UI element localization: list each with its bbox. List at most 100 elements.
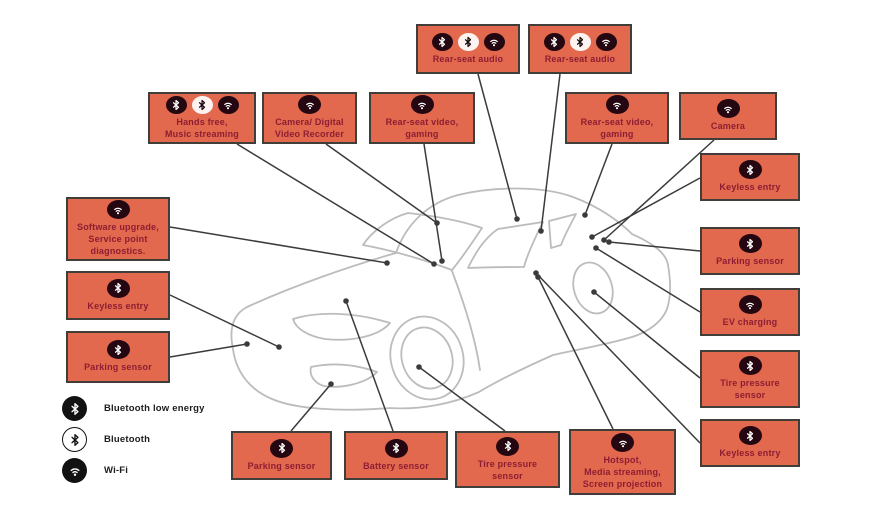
feature-box-camera-digital-video-recorder: Camera/ Digital Video Recorder	[262, 92, 357, 144]
leader-line-parking-sensor-right	[608, 241, 701, 252]
leader-line-rear-seat-audio-2	[540, 73, 561, 232]
leader-line-software-upgrade-diagnostics	[169, 226, 388, 264]
feature-box-hotspot-media-streaming: Hotspot, Media streaming, Screen project…	[569, 429, 676, 495]
bluetooth-icon	[62, 427, 87, 452]
leader-dot-rear-seat-video-gaming-1	[439, 258, 445, 264]
leader-line-camera	[603, 139, 715, 241]
car-front-wheel-rim	[400, 326, 454, 390]
icon-row	[738, 356, 762, 376]
feature-box-parking-sensor-right: Parking sensor	[700, 227, 800, 275]
leader-line-parking-sensor-left	[169, 343, 248, 358]
wifi-icon	[106, 200, 130, 220]
feature-box-parking-sensor-bottom: Parking sensor	[231, 431, 332, 480]
bluetooth-low-energy-icon	[738, 160, 762, 180]
bluetooth-low-energy-icon	[543, 32, 565, 51]
icon-row	[431, 32, 505, 51]
legend-label: Wi-Fi	[104, 465, 129, 476]
wifi-icon	[611, 433, 634, 453]
feature-label: Tire pressure sensor	[477, 458, 538, 481]
feature-label: Rear-seat video, gaming	[385, 117, 459, 139]
icon-row	[605, 95, 629, 115]
feature-box-keyless-entry-left: Keyless entry	[66, 271, 170, 320]
feature-label: Keyless entry	[719, 182, 781, 193]
wifi-icon	[483, 32, 505, 51]
icon-row	[298, 95, 321, 115]
icon-row	[165, 95, 239, 114]
leader-line-parking-sensor-bottom	[290, 383, 332, 432]
bluetooth-low-energy-icon	[738, 356, 762, 376]
leader-dot-rear-seat-audio-2	[538, 228, 544, 234]
icon-row	[106, 200, 130, 220]
icon-row	[384, 438, 408, 458]
bluetooth-low-energy-icon	[738, 234, 762, 254]
feature-label: Rear-seat audio	[432, 53, 504, 64]
legend-item-ble: Bluetooth low energy	[62, 396, 205, 421]
feature-box-rear-seat-video-gaming-1: Rear-seat video, gaming	[369, 92, 475, 144]
feature-box-ev-charging: EV charging	[700, 288, 800, 336]
leader-dot-rear-seat-audio-1	[514, 216, 520, 222]
car-rear-wheel	[572, 261, 614, 315]
leader-line-hands-free-music-streaming	[236, 143, 435, 265]
icon-row	[738, 295, 762, 315]
wifi-icon	[738, 295, 762, 315]
leader-dot-parking-sensor-left	[244, 341, 250, 347]
car-quarter-window	[548, 213, 577, 249]
feature-label: Battery sensor	[363, 460, 429, 471]
icon-row	[611, 433, 634, 453]
legend-label: Bluetooth low energy	[104, 403, 205, 414]
leader-dot-ev-charging	[593, 245, 599, 251]
leader-line-battery-sensor	[345, 300, 394, 432]
leader-line-tire-pressure-sensor-bottom	[418, 366, 506, 432]
feature-label: Keyless entry	[719, 448, 781, 459]
feature-box-parking-sensor-left: Parking sensor	[66, 331, 170, 383]
feature-label: Keyless entry	[87, 300, 149, 311]
icon-row	[716, 99, 740, 119]
car-grille	[309, 363, 378, 388]
feature-box-rear-seat-video-gaming-2: Rear-seat video, gaming	[565, 92, 669, 144]
feature-box-hands-free-music-streaming: Hands free, Music streaming	[148, 92, 256, 144]
leader-line-hotspot-media-streaming	[537, 276, 614, 430]
feature-label: Camera	[710, 121, 746, 132]
leader-line-keyless-entry-left	[169, 294, 280, 348]
icon-row	[738, 160, 762, 180]
leader-dot-software-upgrade-diagnostics	[384, 260, 390, 266]
feature-label: Rear-seat video, gaming	[580, 117, 654, 139]
wifi-icon	[217, 95, 239, 114]
leader-dot-parking-sensor-right	[606, 239, 612, 245]
wifi-icon	[605, 95, 629, 115]
bluetooth-low-energy-icon	[165, 95, 187, 114]
feature-label: Tire pressure sensor	[720, 378, 780, 400]
car-outline-drawing	[230, 187, 672, 411]
bluetooth-low-energy-icon	[106, 340, 130, 360]
leader-line-keyless-entry-right-1	[591, 177, 701, 238]
leader-line-ev-charging	[595, 247, 701, 313]
feature-label: Software upgrade, Service point diagnost…	[77, 222, 159, 256]
feature-label: Hands free, Music streaming	[164, 116, 240, 139]
leader-dot-hands-free-music-streaming	[431, 261, 437, 267]
feature-label: Parking sensor	[247, 460, 316, 471]
wifi-icon	[298, 95, 321, 115]
feature-box-keyless-entry-right-1: Keyless entry	[700, 153, 800, 201]
leader-line-keyless-entry-right-2	[535, 272, 701, 444]
leader-dot-battery-sensor	[343, 298, 349, 304]
feature-box-tire-pressure-sensor-bottom: Tire pressure sensor	[455, 431, 560, 488]
wifi-icon	[410, 95, 434, 115]
feature-label: Rear-seat audio	[544, 53, 616, 64]
car-windshield	[362, 212, 483, 271]
feature-label: Hotspot, Media streaming, Screen project…	[582, 455, 663, 489]
icon-row	[543, 32, 617, 51]
feature-box-tire-pressure-sensor-right: Tire pressure sensor	[700, 350, 800, 408]
legend-item-bt: Bluetooth	[62, 427, 205, 452]
bluetooth-low-energy-icon	[62, 396, 87, 421]
bluetooth-low-energy-icon	[106, 278, 130, 298]
leader-dot-parking-sensor-bottom	[328, 381, 334, 387]
feature-box-rear-seat-audio-1: Rear-seat audio	[416, 24, 520, 74]
feature-box-keyless-entry-right-2: Keyless entry	[700, 419, 800, 467]
bluetooth-low-energy-icon	[384, 438, 408, 458]
leader-dot-keyless-entry-left	[276, 344, 282, 350]
leader-line-rear-seat-video-gaming-1	[423, 143, 443, 262]
leader-lines	[169, 73, 715, 444]
car-door-seam	[451, 270, 481, 371]
car-side-window	[467, 221, 544, 269]
